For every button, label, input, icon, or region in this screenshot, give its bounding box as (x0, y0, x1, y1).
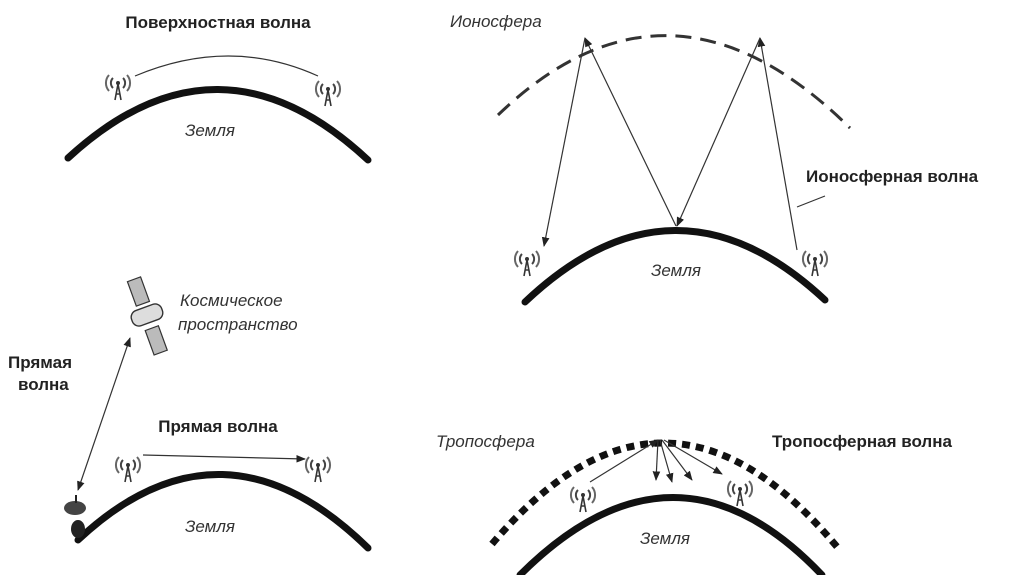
earth-arc (74, 471, 372, 552)
ray-up (584, 37, 677, 227)
scatter-ray (663, 439, 723, 475)
direct-wave-title: Прямая волна (158, 417, 278, 436)
ray-up (757, 37, 798, 251)
ray-down (541, 37, 586, 247)
earth-arc (516, 494, 826, 575)
direct-wave-side-label-line1: Прямая (8, 353, 72, 372)
earth-label: Земля (185, 517, 235, 536)
troposphere-label: Тропосфера (436, 432, 535, 451)
transmitter-antenna-icon (114, 456, 142, 483)
scatter-ray (652, 439, 661, 481)
tropospheric-wave-label: Тропосферная волна (772, 432, 952, 451)
antenna-icon (726, 480, 754, 507)
space-label-line2: пространство (178, 315, 298, 334)
transmitter-antenna-icon (104, 74, 132, 101)
ionosphere-label: Ионосфера (450, 12, 542, 31)
earth-arc (64, 86, 372, 164)
earth-label: Земля (651, 261, 701, 280)
satellite-link-path (77, 337, 131, 491)
ground-station-icon (64, 495, 86, 538)
ray-up (589, 439, 659, 483)
ionosphere-layer (496, 34, 852, 130)
earth-label: Земля (640, 529, 690, 548)
ionospheric-wave-label: Ионосферная волна (806, 167, 979, 186)
scatter-ray (661, 439, 693, 481)
ray-down (676, 37, 761, 227)
space-label-line1: Космическое (180, 291, 283, 310)
surface-wave-panel: Поверхностная волна Земля (64, 13, 372, 164)
antenna-icon (513, 250, 541, 277)
satellite-icon (126, 276, 169, 356)
earth-arc (521, 227, 829, 306)
surface-wave-path (134, 55, 319, 77)
earth-label: Земля (185, 121, 235, 140)
tropospheric-wave-panel: Тропосфера Тропосферная волна Земля (436, 432, 952, 575)
scatter-ray (659, 439, 674, 483)
receiver-antenna-icon (314, 80, 342, 107)
direct-wave-side-label-line2: волна (18, 375, 69, 394)
surface-wave-title: Поверхностная волна (125, 13, 311, 32)
label-leader-line (796, 195, 826, 208)
direct-wave-panel: Космическое пространство Прямая волна Пр… (8, 276, 372, 552)
ionospheric-wave-panel: Ионосфера Земля Ионосферная волна (450, 12, 979, 306)
antenna-icon (801, 250, 829, 277)
receiver-antenna-icon (304, 456, 332, 483)
antenna-icon (569, 486, 597, 513)
direct-wave-path (142, 454, 306, 463)
